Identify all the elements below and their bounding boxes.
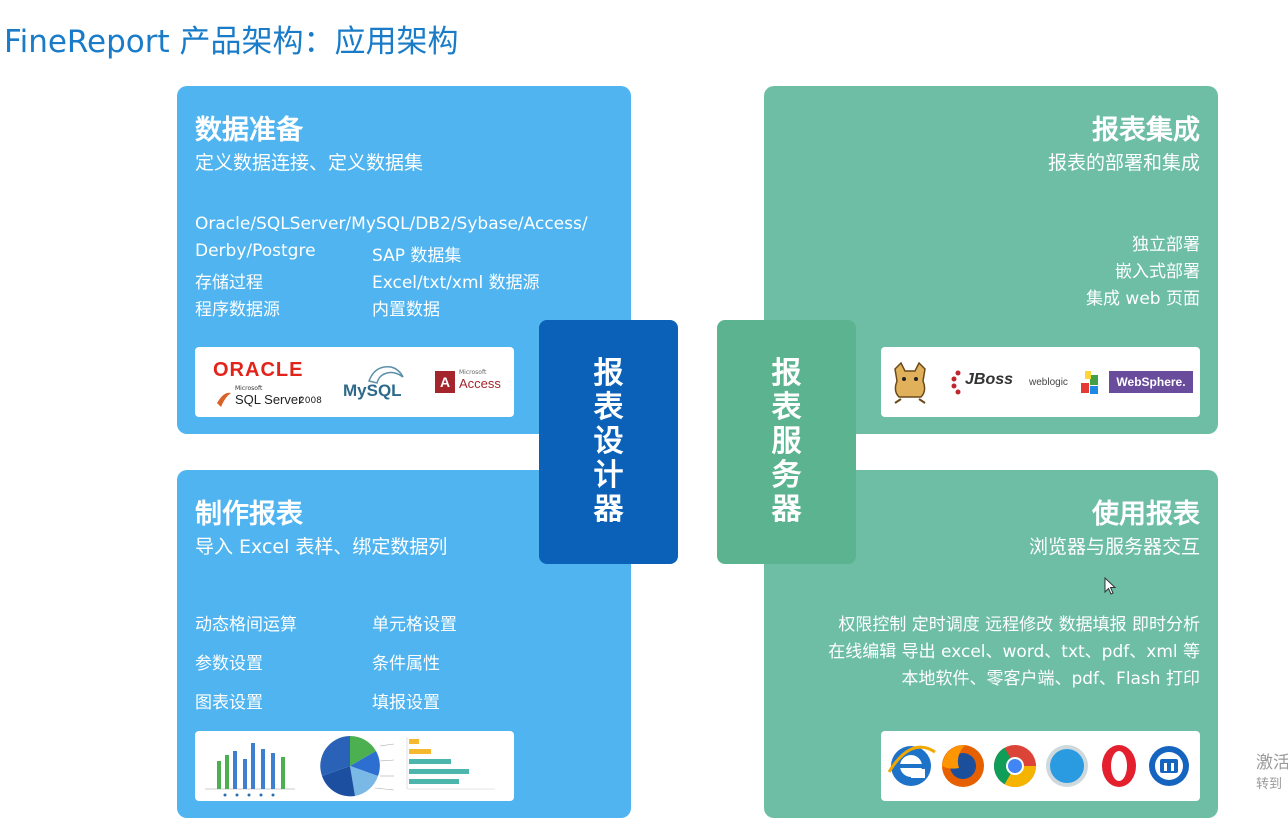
sqlserver-label: SQL Server bbox=[235, 392, 303, 407]
pie-chart-thumbnail bbox=[320, 736, 395, 797]
make-report-item: 动态格间运算 bbox=[195, 615, 297, 635]
integration-item: 集成 web 页面 bbox=[1086, 289, 1200, 309]
weblogic-blocks-icon bbox=[1081, 371, 1098, 394]
maxthon-icon bbox=[1149, 746, 1189, 786]
mouse-cursor-icon bbox=[1104, 577, 1117, 595]
browser-logos bbox=[881, 731, 1200, 801]
make-report-item: 条件属性 bbox=[372, 654, 440, 674]
report-server-box: 报表服务器 bbox=[717, 320, 856, 564]
chrome-icon bbox=[993, 745, 1036, 788]
make-report-item: 填报设置 bbox=[372, 693, 440, 713]
jboss-dots-icon bbox=[951, 370, 961, 395]
report-server-label: 报表服务器 bbox=[771, 356, 802, 527]
opera-icon bbox=[1102, 745, 1136, 787]
data-prep-line: Oracle/SQLServer/MySQL/DB2/Sybase/Access… bbox=[195, 214, 588, 234]
watermark-line1: 激活 bbox=[1256, 753, 1288, 773]
hbar-chart-thumbnail bbox=[406, 737, 495, 790]
page-title: FineReport 产品架构：应用架构 bbox=[4, 24, 459, 60]
mysql-logo: MySQL bbox=[343, 361, 423, 407]
access-small-label: Microsoft bbox=[459, 369, 487, 376]
watermark-line2: 转到 bbox=[1256, 777, 1283, 792]
integration-subtitle: 报表的部署和集成 bbox=[1047, 152, 1200, 174]
tomcat-icon bbox=[894, 361, 926, 404]
integration-item: 独立部署 bbox=[1132, 235, 1200, 255]
make-report-title: 制作报表 bbox=[195, 499, 303, 530]
use-report-title: 使用报表 bbox=[1092, 499, 1200, 530]
access-logo: A Microsoft Access bbox=[435, 369, 513, 399]
data-prep-item: Excel/txt/xml 数据源 bbox=[372, 273, 540, 293]
jboss-label: JBoss bbox=[965, 371, 1014, 388]
data-prep-item: 程序数据源 bbox=[195, 300, 280, 320]
sqlserver-year: 2008 bbox=[299, 396, 322, 406]
sqlserver-small-label: Microsoft bbox=[235, 385, 263, 392]
report-designer-box: 报表设计器 bbox=[539, 320, 678, 564]
ie-icon bbox=[887, 745, 936, 786]
weblogic-label: weblogic bbox=[1029, 377, 1068, 388]
data-prep-item: SAP 数据集 bbox=[372, 246, 462, 266]
make-report-item: 单元格设置 bbox=[372, 615, 457, 635]
data-prep-panel: 数据准备 定义数据连接、定义数据集 Oracle/SQLServer/MySQL… bbox=[177, 86, 631, 434]
sqlserver-logo: Microsoft SQL Server 2008 bbox=[215, 385, 325, 413]
safari-icon bbox=[1046, 745, 1088, 787]
data-prep-subtitle: 定义数据连接、定义数据集 bbox=[195, 152, 424, 174]
integration-title: 报表集成 bbox=[1092, 115, 1200, 146]
data-prep-item: 内置数据 bbox=[372, 300, 440, 320]
sqlserver-icon bbox=[217, 392, 231, 407]
make-report-panel: 制作报表 导入 Excel 表样、绑定数据列 动态格间运算 参数设置 图表设置 … bbox=[177, 470, 631, 818]
mysql-label: MySQL bbox=[343, 381, 402, 400]
use-report-line: 本地软件、零客户端、pdf、Flash 打印 bbox=[901, 669, 1200, 689]
data-prep-item: Derby/Postgre bbox=[195, 241, 316, 261]
jboss-logo: JBoss bbox=[951, 369, 1021, 397]
use-report-line: 在线编辑 导出 excel、word、txt、pdf、xml 等 bbox=[828, 642, 1200, 662]
make-report-subtitle: 导入 Excel 表样、绑定数据列 bbox=[195, 536, 448, 558]
data-prep-item: 存储过程 bbox=[195, 273, 263, 293]
report-designer-label: 报表设计器 bbox=[593, 356, 624, 527]
access-label: Access bbox=[459, 376, 501, 391]
firefox-icon bbox=[942, 745, 984, 787]
chart-thumbnails-image bbox=[205, 736, 495, 797]
use-report-line: 权限控制 定时调度 远程修改 数据填报 即时分析 bbox=[838, 615, 1200, 635]
make-report-item: 参数设置 bbox=[195, 654, 263, 674]
use-report-panel: 使用报表 浏览器与服务器交互 权限控制 定时调度 远程修改 数据填报 即时分析 … bbox=[764, 470, 1218, 818]
data-prep-title: 数据准备 bbox=[195, 115, 303, 146]
dolphin-icon bbox=[368, 366, 404, 384]
browser-icons bbox=[887, 745, 1189, 788]
server-logos: JBoss weblogic WebSphere. bbox=[881, 347, 1200, 417]
access-icon: A bbox=[435, 371, 455, 393]
bar-chart-thumbnail bbox=[205, 743, 295, 797]
make-report-item: 图表设置 bbox=[195, 693, 263, 713]
weblogic-logo: weblogic bbox=[1029, 369, 1101, 397]
oracle-logo: ORACLE bbox=[213, 359, 304, 381]
websphere-logo: WebSphere. bbox=[1109, 371, 1193, 393]
database-logos: ORACLE Microsoft SQL Server 2008 MySQL A… bbox=[195, 347, 514, 417]
integration-item: 嵌入式部署 bbox=[1115, 262, 1200, 282]
use-report-subtitle: 浏览器与服务器交互 bbox=[1028, 536, 1200, 558]
chart-thumbnails bbox=[195, 731, 514, 801]
